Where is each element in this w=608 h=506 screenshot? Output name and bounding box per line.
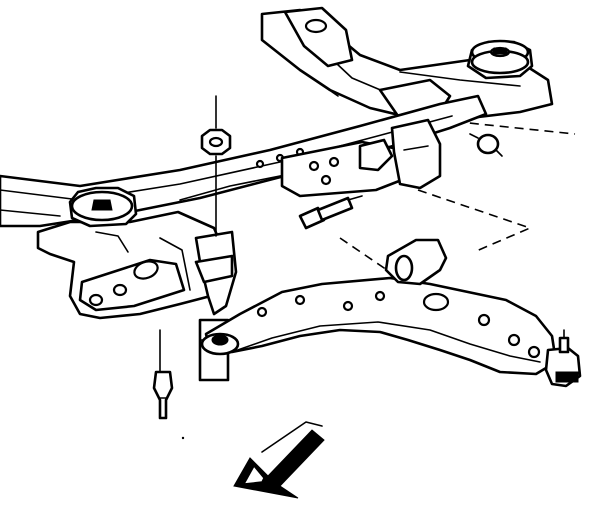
rear-engine-mount <box>466 39 534 80</box>
upper-nut <box>200 95 232 237</box>
rear-crossmember <box>260 6 554 122</box>
mounting-bolt <box>152 329 174 420</box>
ball-joint <box>544 329 582 388</box>
rear-bushing <box>469 133 503 157</box>
speck <box>181 436 185 440</box>
front-engine-mount <box>68 186 138 228</box>
front-direction-arrow <box>233 421 325 499</box>
center-bracket <box>280 118 442 198</box>
front-crossmember <box>36 210 228 320</box>
pivot-bracket <box>194 230 238 382</box>
stabilizer-bolt <box>298 195 363 230</box>
lower-control-arm <box>200 238 558 376</box>
